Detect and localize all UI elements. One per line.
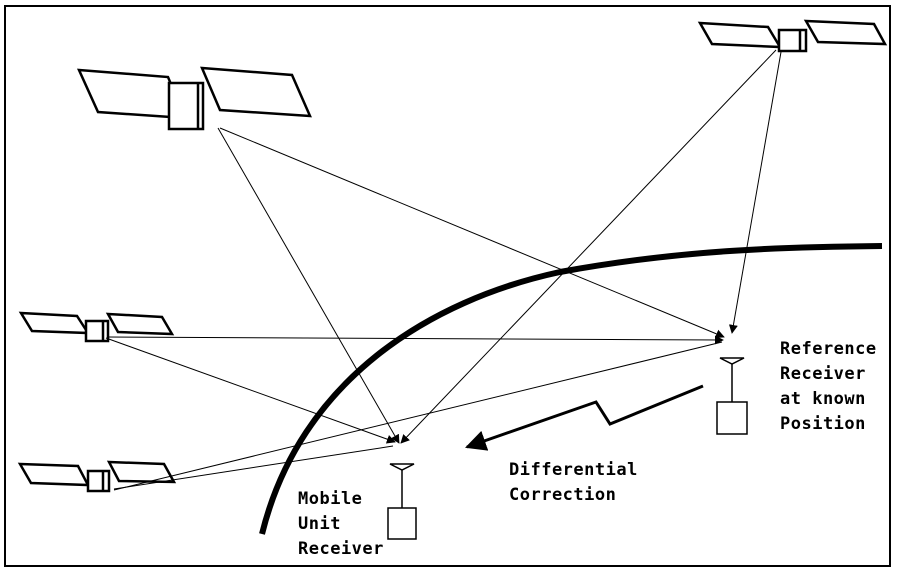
satellite-2-icon <box>697 19 888 53</box>
mobile-unit-receiver-label: Mobile Unit Receiver <box>298 489 384 559</box>
reference-receiver-label: Reference Receiver at known Position <box>780 339 877 434</box>
reference-receiver-box-icon <box>716 401 748 435</box>
satellite-1-icon <box>76 66 312 131</box>
earth-horizon-curve <box>259 243 883 535</box>
differential-correction-label: Differential Correction <box>509 460 638 505</box>
signal-lines-to-mobile <box>105 49 777 490</box>
reference-receiver-antenna-icon <box>719 357 745 402</box>
satellite-3-icon <box>18 311 175 343</box>
signal-lines-to-reference <box>107 51 782 491</box>
mobile-receiver-box-icon <box>387 507 417 540</box>
mobile-receiver-antenna-icon <box>389 463 415 508</box>
satellite-4-icon <box>17 460 177 493</box>
diagram-frame <box>4 5 891 567</box>
lightning-bolt-icon <box>465 384 704 451</box>
